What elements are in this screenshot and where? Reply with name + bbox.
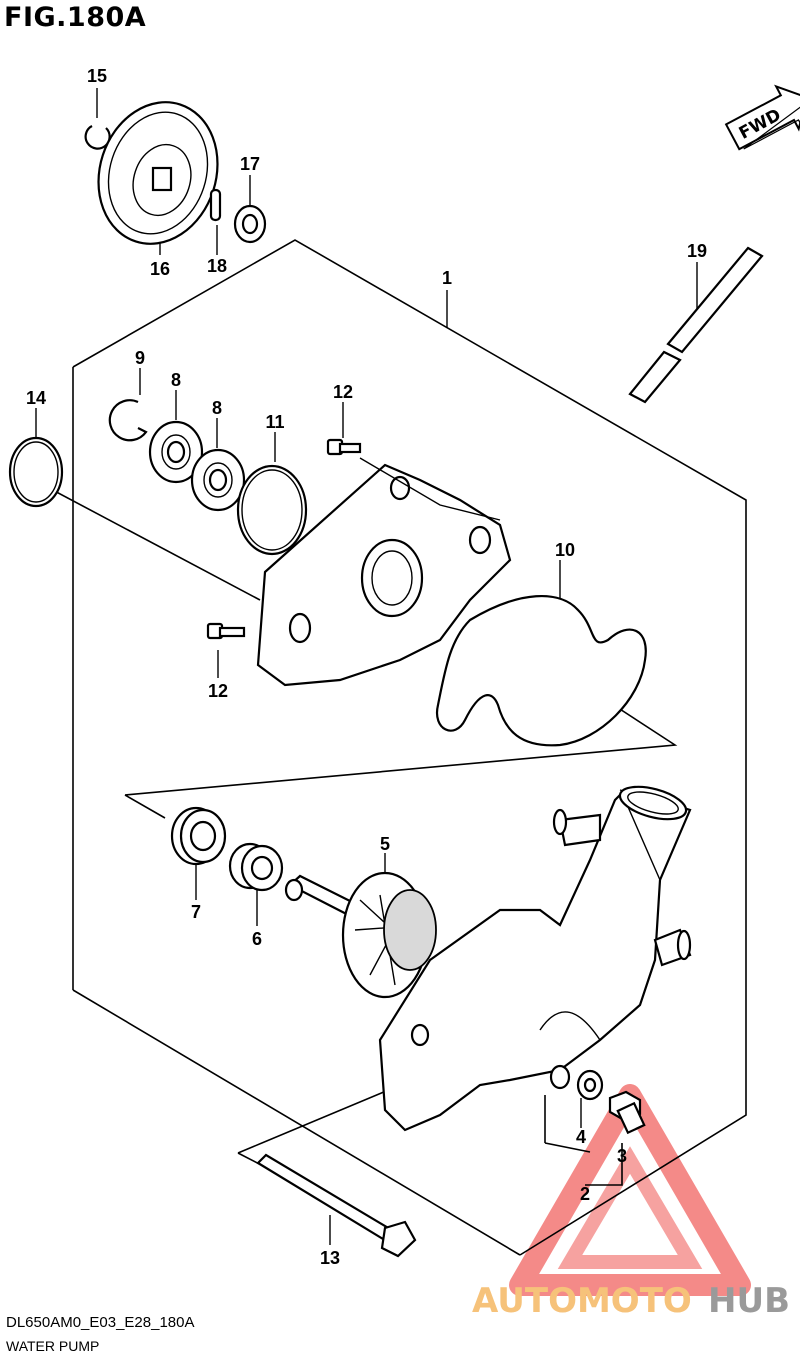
gasket-10	[435, 595, 647, 747]
callout-labels: 1 2 3 4 5 6 7 8 8 9 10 11 12 12 13 14 15…	[26, 66, 707, 1268]
model-code: DL650AM0_E03_E28_180A	[6, 1314, 195, 1331]
long-bolt-13	[256, 1153, 417, 1258]
callout-1: 1	[442, 268, 452, 288]
callout-19: 19	[687, 241, 707, 261]
fwd-direction-arrow: FWD	[724, 84, 800, 151]
callout-12-lower: 12	[208, 681, 228, 701]
diagram-title: WATER PUMP	[6, 1338, 100, 1354]
callout-13: 13	[320, 1248, 340, 1268]
washer-4	[576, 1069, 604, 1101]
bearing-8-rear	[190, 448, 246, 512]
callout-5: 5	[380, 834, 390, 854]
circlip-15	[84, 125, 111, 150]
pipe-19	[628, 246, 764, 404]
pump-cover-1	[256, 457, 512, 687]
callout-16: 16	[150, 259, 170, 279]
callout-14: 14	[26, 388, 46, 408]
callout-12-upper: 12	[333, 382, 353, 402]
watermark-text-hub: HUB	[708, 1281, 790, 1321]
bolt-12-upper	[326, 438, 362, 456]
callout-10: 10	[555, 540, 575, 560]
callout-7: 7	[191, 902, 201, 922]
callout-15: 15	[87, 66, 107, 86]
callout-8-rear: 8	[212, 398, 222, 418]
callout-6: 6	[252, 929, 262, 949]
callout-4: 4	[576, 1127, 586, 1147]
callout-3: 3	[617, 1146, 627, 1166]
callout-9: 9	[135, 348, 145, 368]
pump-body	[378, 785, 692, 1132]
watermark-text-automoto: AUTOMOTO	[472, 1281, 692, 1321]
callout-8-front: 8	[171, 370, 181, 390]
o-ring-11	[236, 464, 308, 556]
pin-18	[209, 188, 222, 222]
callout-11: 11	[265, 412, 284, 432]
oil-seal-7	[170, 806, 227, 866]
watermark-logo	[509, 1084, 751, 1296]
impeller-shaft-5	[284, 871, 437, 999]
callout-2: 2	[580, 1184, 590, 1204]
callout-18: 18	[207, 256, 227, 276]
washer-17	[233, 204, 267, 244]
o-ring-14	[8, 436, 64, 508]
callout-17: 17	[240, 154, 260, 174]
bearing-8-front	[148, 420, 204, 484]
gear-16	[97, 101, 219, 245]
figure-label: FIG.180A	[4, 2, 147, 33]
e-clip-9	[108, 399, 148, 442]
bolt-12-lower	[206, 622, 246, 640]
mechanical-seal-6	[228, 842, 284, 892]
watermark-text: AUTOMOTO HUB	[472, 1281, 790, 1321]
leader-lines	[29, 88, 698, 1245]
assembly-outline	[72, 239, 747, 1256]
bolt-3	[608, 1090, 646, 1135]
